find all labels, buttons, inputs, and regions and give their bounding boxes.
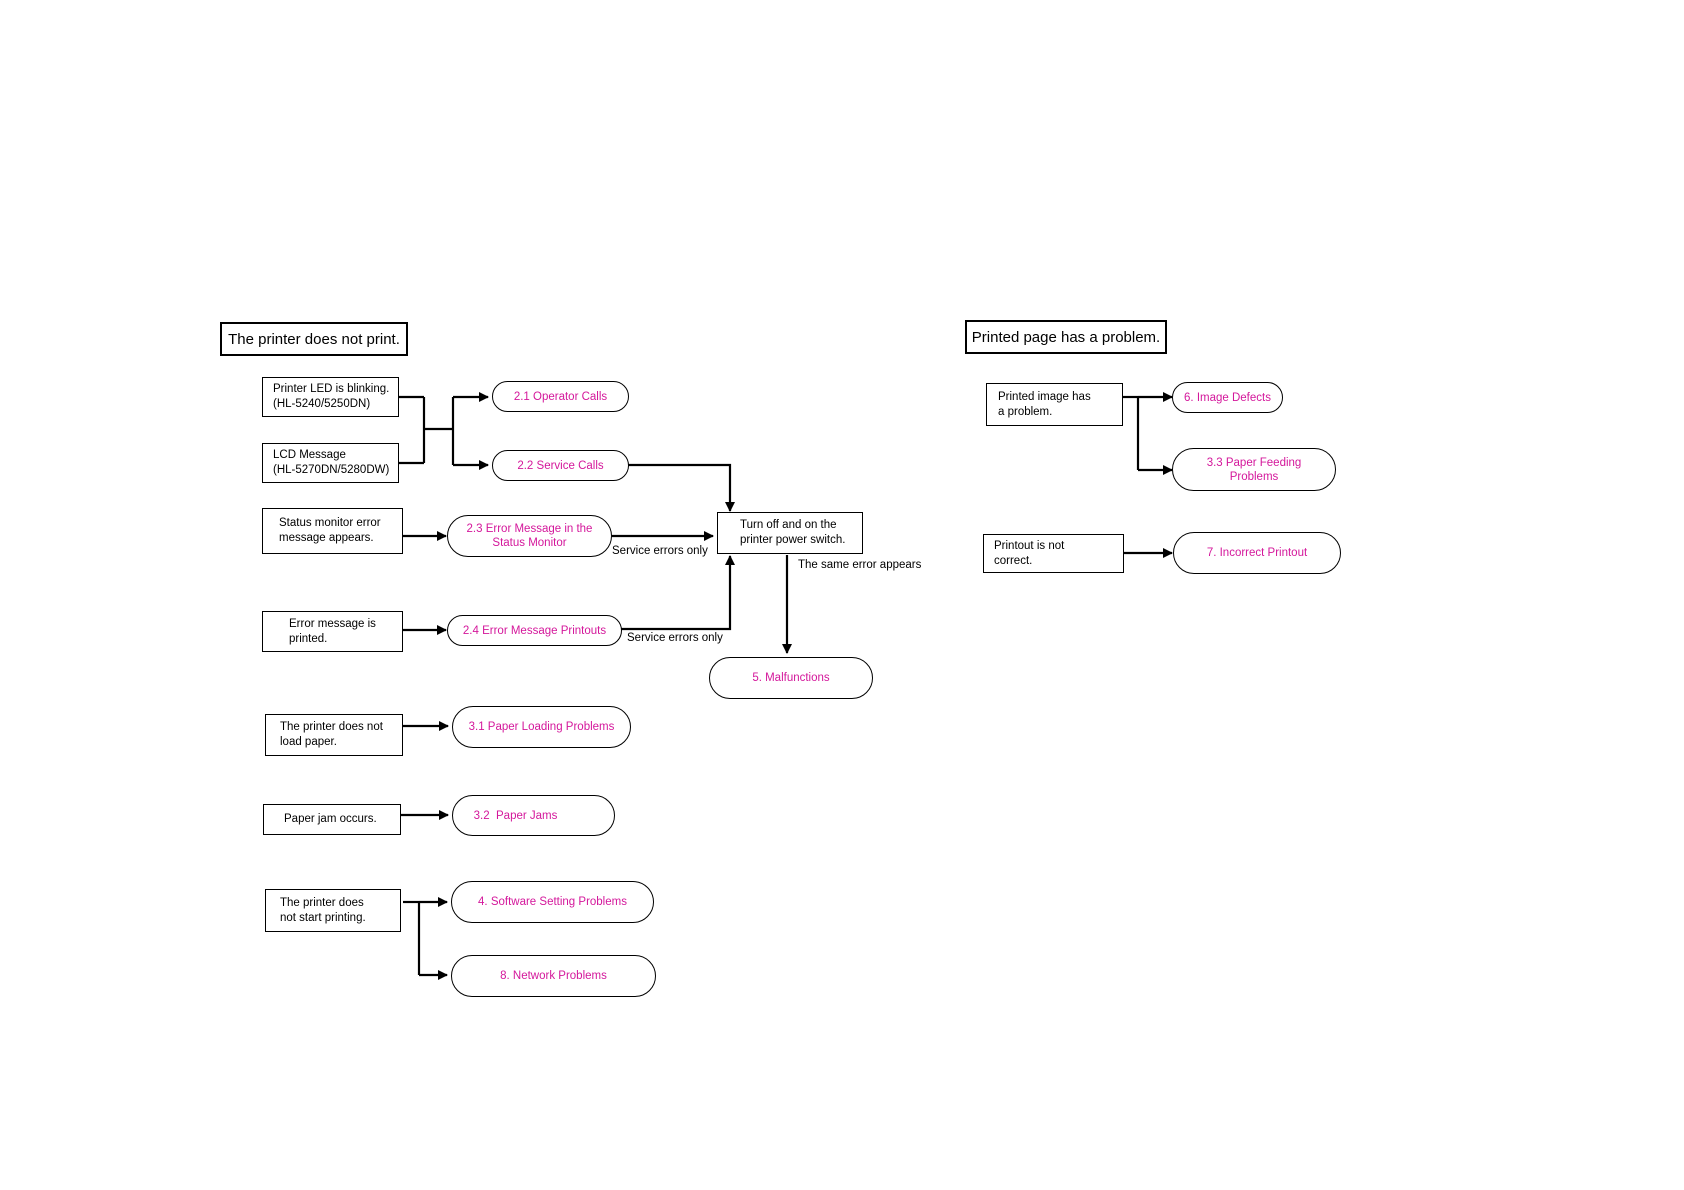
condition-printout-incorrect: Printout is not correct.: [983, 534, 1124, 573]
link-error-status-monitor[interactable]: 2.3 Error Message in the Status Monitor: [447, 515, 612, 557]
label-service-errors-1: Service errors only: [612, 545, 708, 557]
link-software-setting[interactable]: 4. Software Setting Problems: [451, 881, 654, 923]
condition-lcd-message: LCD Message (HL-5270DN/5280DW): [262, 443, 399, 483]
arrow-service-calls-to-action: [628, 463, 735, 512]
link-operator-calls[interactable]: 2.1 Operator Calls: [492, 381, 629, 412]
condition-no-start-printing: The printer does not start printing.: [265, 889, 401, 932]
link-malfunctions[interactable]: 5. Malfunctions: [709, 657, 873, 699]
link-incorrect-printout[interactable]: 7. Incorrect Printout: [1173, 532, 1341, 574]
link-error-printouts[interactable]: 2.4 Error Message Printouts: [447, 615, 622, 646]
label-same-error: The same error appears: [798, 559, 922, 571]
action-power-cycle: Turn off and on the printer power switch…: [717, 512, 863, 554]
condition-paper-jam: Paper jam occurs.: [263, 804, 401, 835]
condition-error-printed: Error message is printed.: [262, 611, 403, 652]
link-paper-feeding[interactable]: 3.3 Paper Feeding Problems: [1172, 448, 1336, 491]
condition-status-monitor: Status monitor error message appears.: [262, 508, 403, 554]
link-paper-jams[interactable]: 3.2 Paper Jams: [452, 795, 615, 836]
right-title: Printed page has a problem.: [965, 320, 1167, 354]
arrow-printouts-to-action: [621, 555, 735, 631]
left-title: The printer does not print.: [220, 322, 408, 356]
link-service-calls[interactable]: 2.2 Service Calls: [492, 450, 629, 481]
link-network[interactable]: 8. Network Problems: [451, 955, 656, 997]
condition-image-problem: Printed image has a problem.: [986, 383, 1123, 426]
label-service-errors-2: Service errors only: [627, 632, 723, 644]
link-paper-loading[interactable]: 3.1 Paper Loading Problems: [452, 706, 631, 748]
link-image-defects[interactable]: 6. Image Defects: [1172, 382, 1283, 413]
condition-no-load-paper: The printer does not load paper.: [265, 714, 403, 756]
condition-led-blinking: Printer LED is blinking. (HL-5240/5250DN…: [262, 377, 399, 417]
